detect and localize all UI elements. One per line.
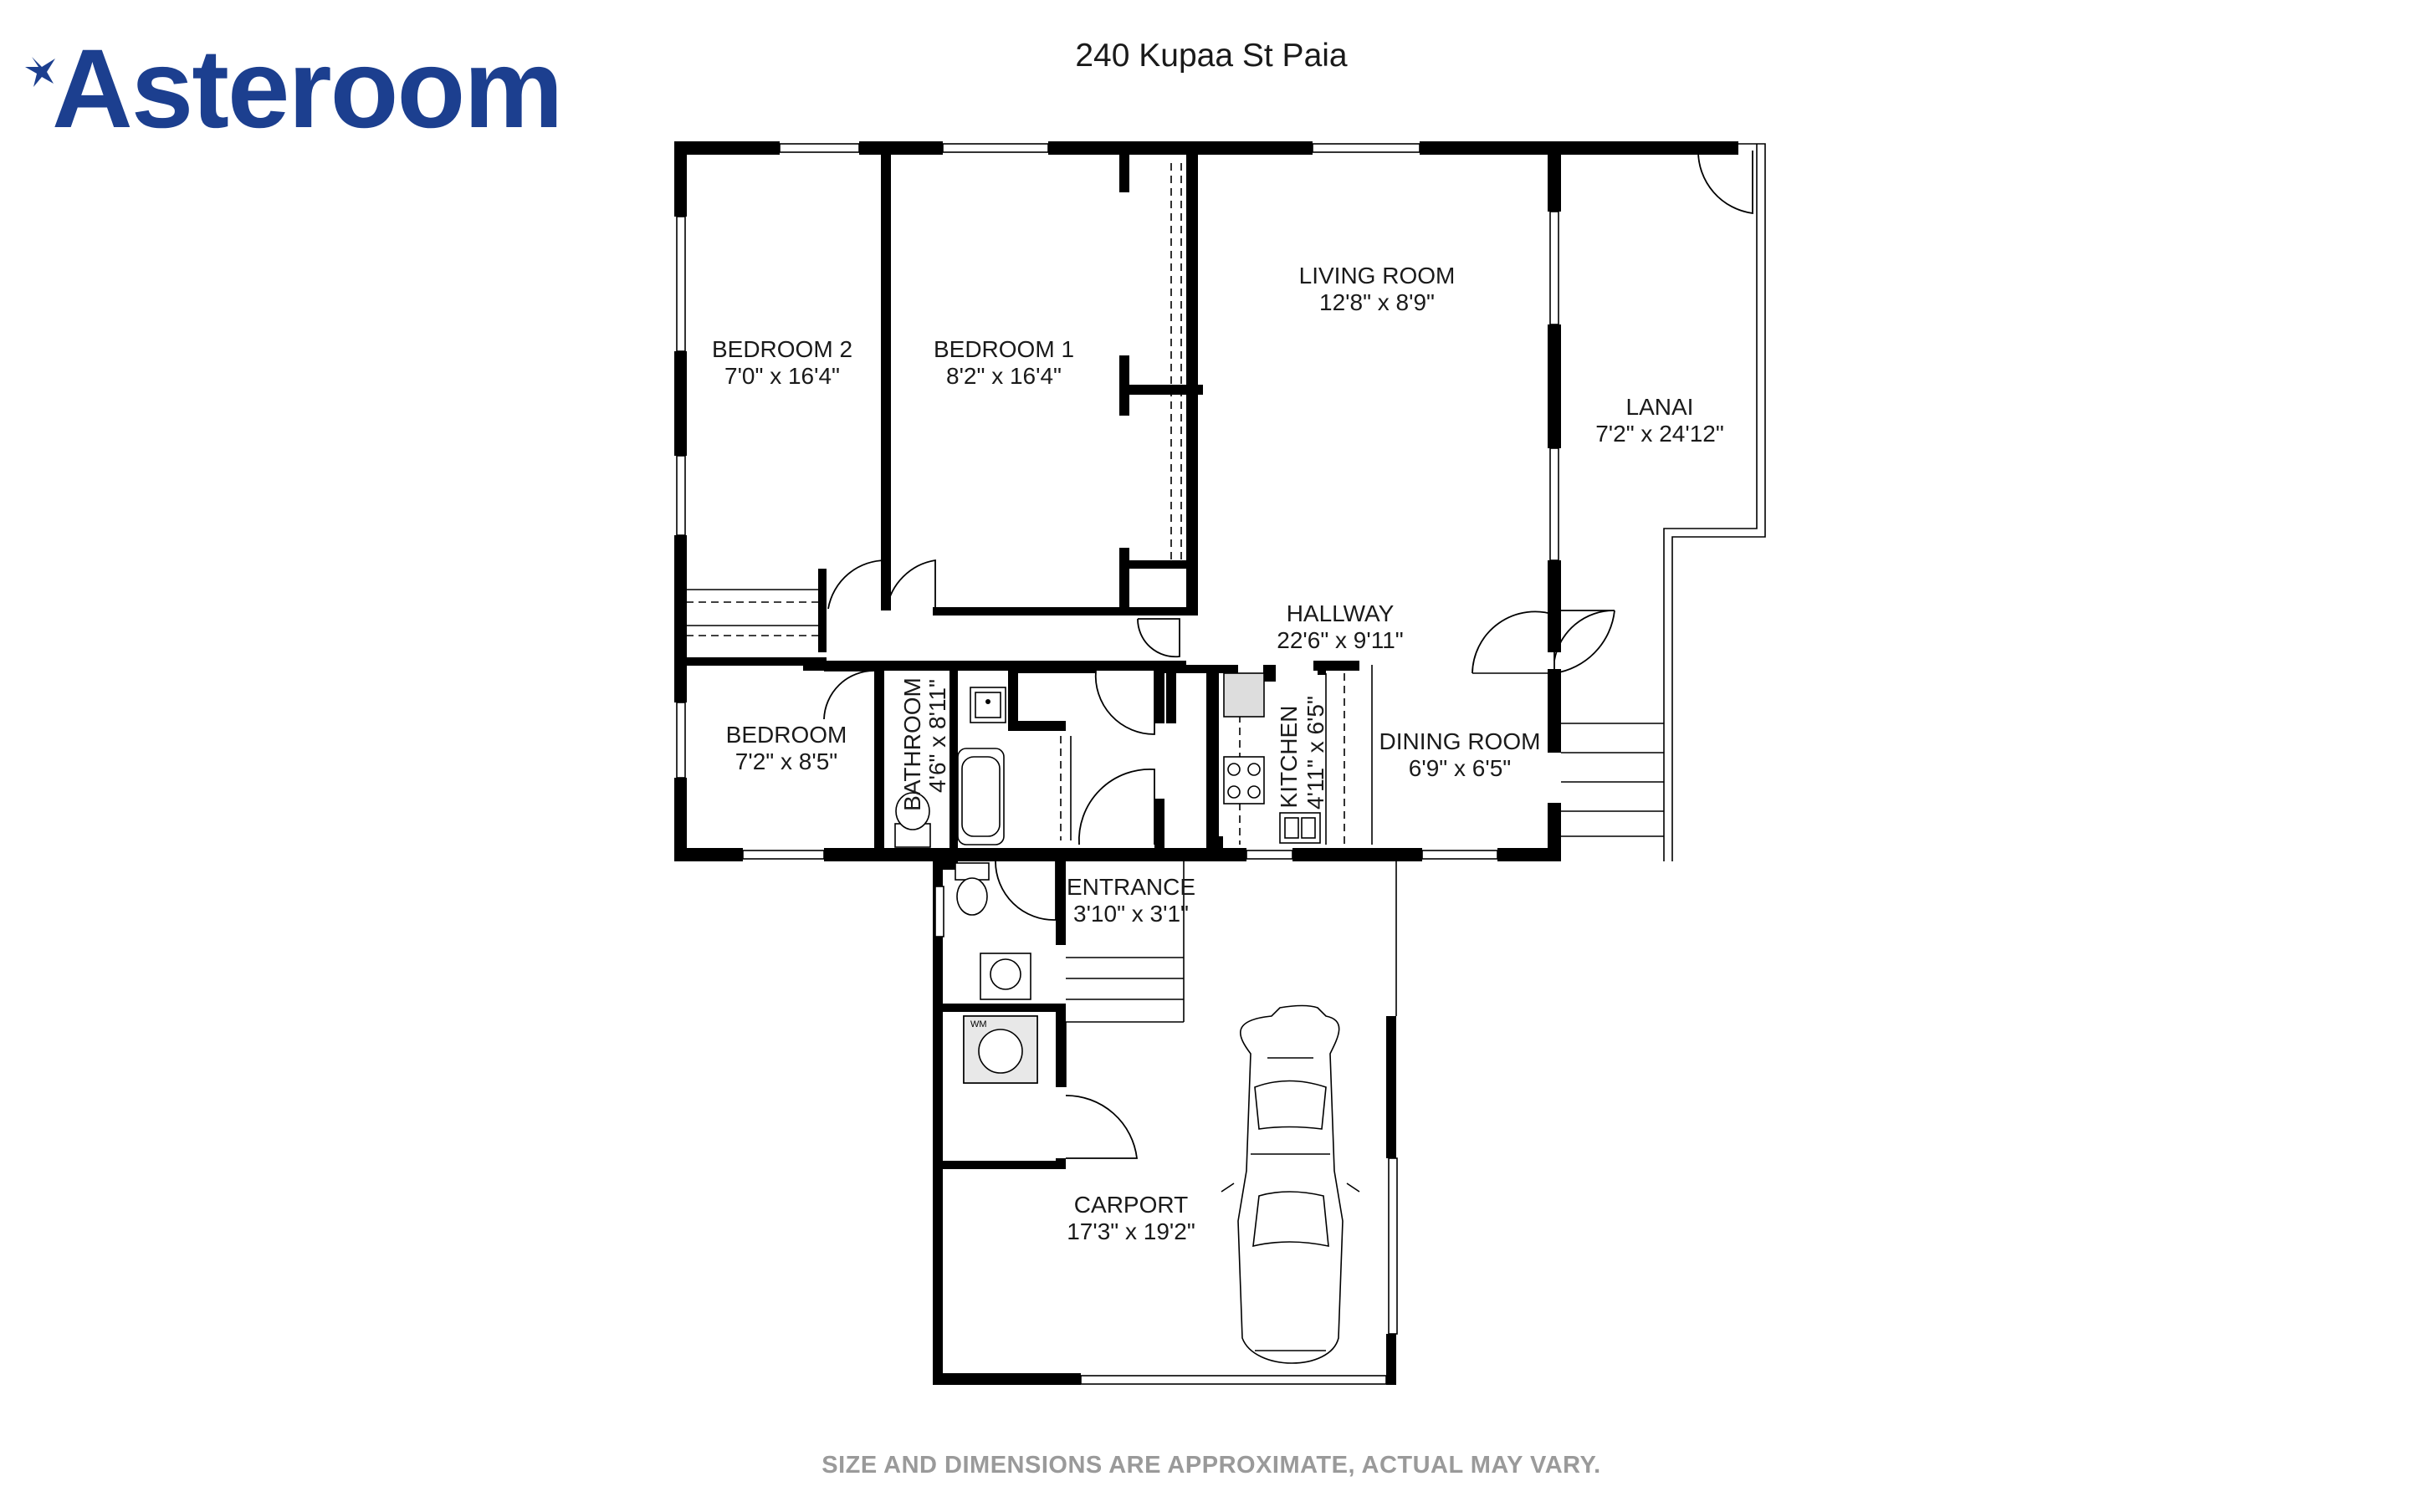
dining-name: DINING ROOM	[1379, 728, 1541, 754]
bedroom-dims: 7'2" x 8'5"	[735, 748, 837, 774]
carport-name: CARPORT	[1074, 1192, 1188, 1218]
star-icon	[25, 57, 55, 87]
windows	[676, 143, 1559, 1385]
address-title: 240 Kupaa St Paia	[1075, 38, 1348, 74]
disclaimer: SIZE AND DIMENSIONS ARE APPROXIMATE, ACT…	[822, 1452, 1601, 1479]
bedroom2-dims: 7'0" x 16'4"	[724, 363, 840, 389]
hallway-dims: 22'6" x 9'11"	[1277, 627, 1403, 653]
fixtures: WM	[894, 672, 1321, 1084]
living-dims: 12'8" x 8'9"	[1319, 289, 1435, 315]
bedroom2-name: BEDROOM 2	[712, 336, 852, 362]
hallway-name: HALLWAY	[1287, 600, 1395, 626]
kitchen-dims: 4'11" x 6'5"	[1303, 696, 1328, 810]
asteroom-logo: Asteroom	[25, 27, 563, 151]
living-name: LIVING ROOM	[1299, 263, 1456, 289]
brand-name: Asteroom	[52, 27, 561, 151]
bedroom-name: BEDROOM	[726, 722, 847, 748]
room-labels: BEDROOM 2 7'0" x 16'4" BEDROOM 1 8'2" x …	[712, 263, 1724, 1244]
bathroom-dims: 4'6" x 8'11"	[924, 679, 950, 793]
entrance-name: ENTRANCE	[1067, 874, 1195, 900]
entrance-stairs	[1065, 861, 1397, 1087]
toilet-icon-2	[956, 877, 988, 916]
bedroom1-dims: 8'2" x 16'4"	[946, 363, 1062, 389]
lanai-name: LANAI	[1626, 394, 1694, 420]
dashed-lines	[686, 163, 1373, 845]
entrance-dims: 3'10" x 3'1"	[1073, 901, 1189, 927]
car-icon	[1221, 1004, 1360, 1364]
bathroom-name: BATHROOM	[899, 677, 925, 811]
washer-label: WM	[970, 1019, 987, 1029]
lanai-outline	[1472, 141, 1766, 861]
walls	[674, 141, 1698, 1385]
dining-dims: 6'9" x 6'5"	[1409, 755, 1511, 781]
bedroom1-name: BEDROOM 1	[934, 336, 1074, 362]
fridge-icon	[1223, 672, 1265, 718]
doors	[823, 559, 1180, 1159]
carport-dims: 17'3" x 19'2"	[1067, 1218, 1195, 1244]
kitchen-name: KITCHEN	[1276, 706, 1302, 809]
lanai-dims: 7'2" x 24'12"	[1595, 421, 1724, 447]
